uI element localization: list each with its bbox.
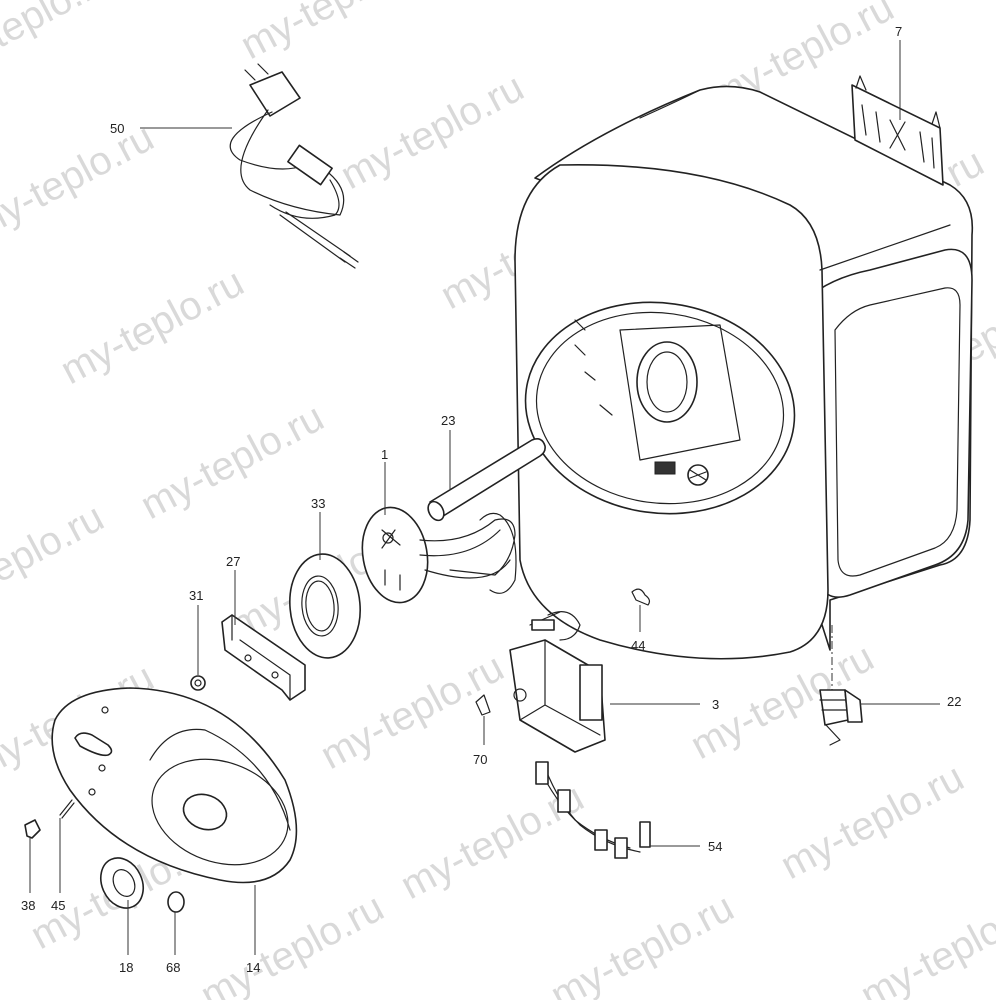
tank-body [514,85,974,690]
label-1: 1 [381,447,388,462]
watermark: my-teplo.ru [0,495,111,628]
label-18: 18 [119,960,133,975]
label-33: 33 [311,496,325,511]
watermark: my-teplo.ru [194,885,391,1000]
label-50: 50 [110,121,124,136]
watermark: my-teplo.ru [774,755,971,888]
watermark: my-teplo.ru [334,65,531,198]
watermark: my-teplo.ru [134,395,331,528]
label-23: 23 [441,413,455,428]
part-18-knob-ring [100,857,144,909]
part-44-clip [631,588,651,606]
watermark: my-teplo.ru [0,115,161,248]
watermark: my-teplo.ru [544,885,741,1000]
watermark: my-teplo.ru [234,0,431,68]
part-14-front-cover [51,687,298,884]
part-45-screw [59,799,75,819]
part-68-knob [167,891,185,913]
part-23-anode-rod [427,438,546,522]
label-31: 31 [189,588,203,603]
part-31-nut [190,675,206,691]
label-38: 38 [21,898,35,913]
part-27-clamp-bracket [221,614,306,701]
label-68: 68 [166,960,180,975]
part-labels: 50 7 23 1 33 27 31 44 3 22 70 54 38 45 1… [21,24,961,975]
watermark: my-teplo.ru [54,260,251,393]
watermark: my-teplo.ru [854,885,996,1000]
label-22: 22 [947,694,961,709]
label-45: 45 [51,898,65,913]
label-70: 70 [473,752,487,767]
label-54: 54 [708,839,722,854]
part-50-power-cord [229,63,359,269]
part-70-clip [475,694,491,716]
part-3-thermostat [509,611,606,753]
label-7: 7 [895,24,902,39]
part-1-heater-flange [361,506,517,604]
part-38-plug [24,819,41,839]
label-14: 14 [246,960,260,975]
label-3: 3 [712,697,719,712]
part-7-wall-bracket [851,75,944,186]
leader-lines [29,40,940,955]
part-22-drain-valve [819,689,863,746]
part-54-wiring-harness [535,761,651,859]
label-27: 27 [226,554,240,569]
label-44: 44 [631,638,645,653]
watermark: my-teplo.ru [0,0,121,88]
